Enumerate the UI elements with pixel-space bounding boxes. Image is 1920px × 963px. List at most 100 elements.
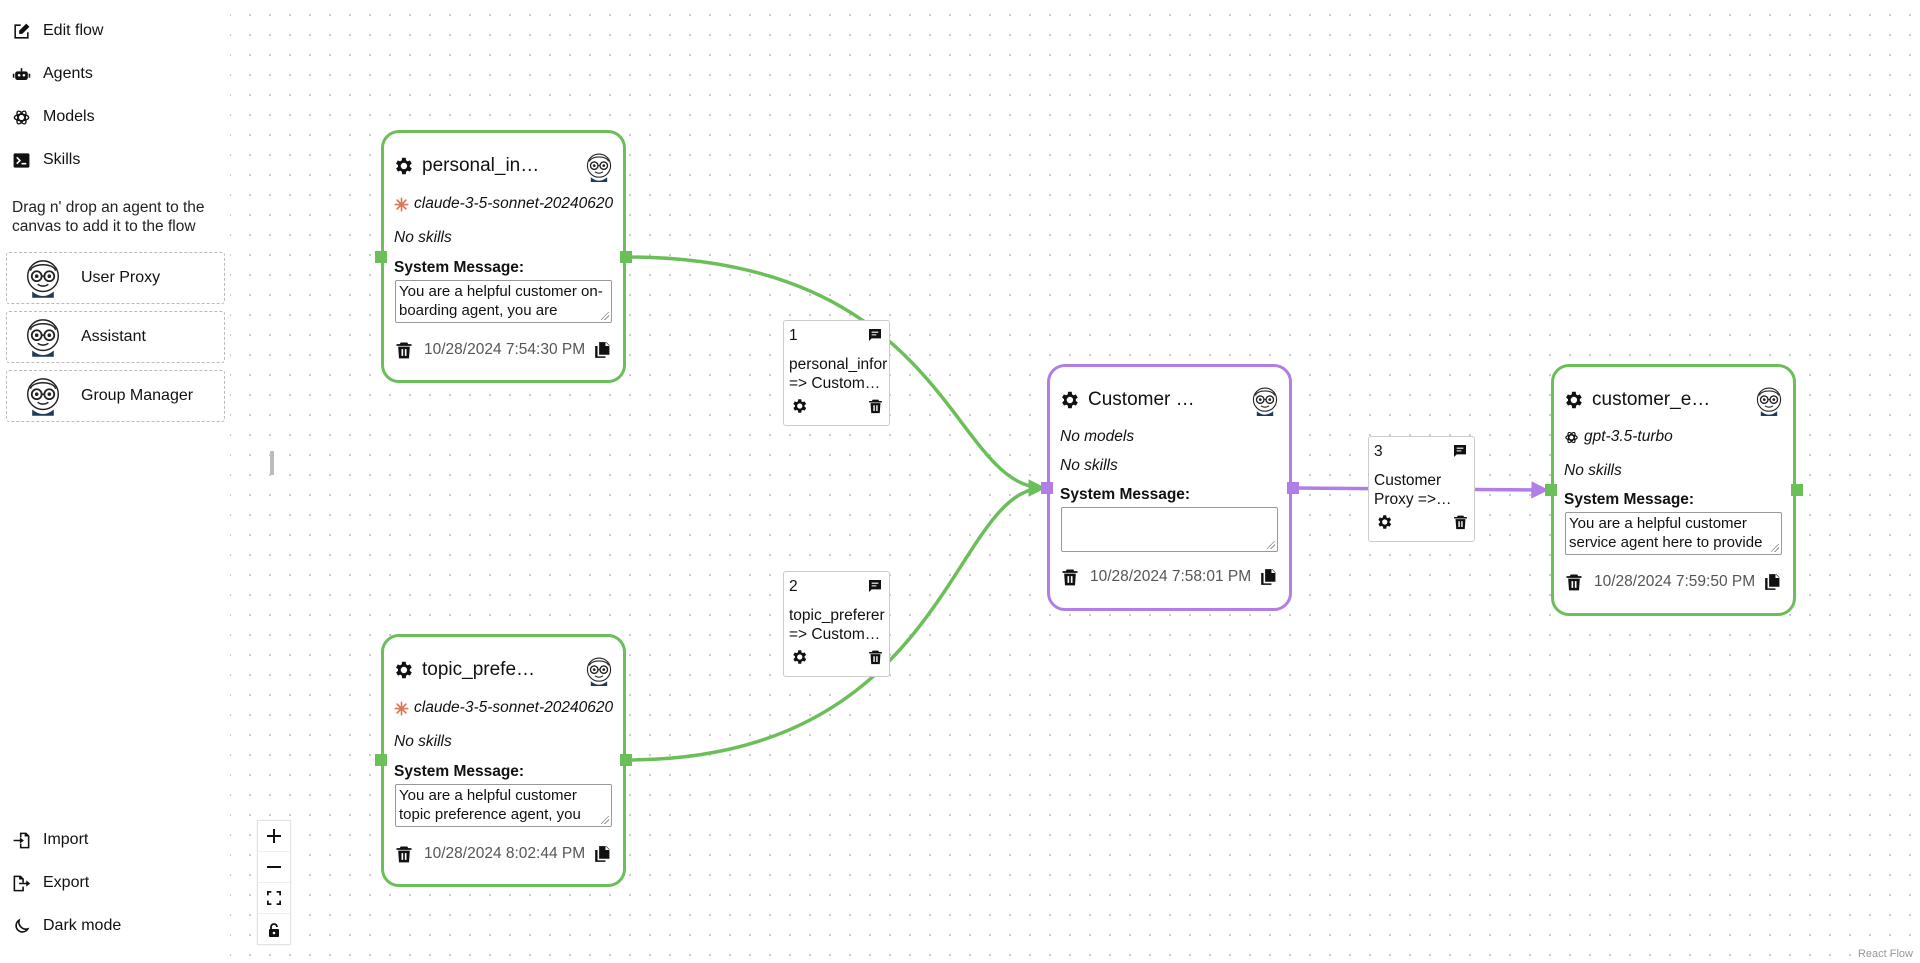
minus-icon: [267, 866, 281, 868]
menu-models[interactable]: Models: [12, 103, 95, 131]
flow-canvas[interactable]: personal_in… claude-3-5-sonnet-20240620 …: [230, 0, 1920, 963]
copy-icon[interactable]: [592, 340, 611, 360]
node-input-handle[interactable]: [1041, 482, 1053, 494]
import-icon: [13, 832, 30, 848]
copy-icon[interactable]: [592, 844, 611, 864]
message-icon[interactable]: [867, 578, 883, 594]
trash-icon[interactable]: [1060, 567, 1080, 587]
gear-icon[interactable]: [790, 648, 808, 666]
palette-assistant[interactable]: Assistant: [6, 311, 225, 363]
message-icon[interactable]: [867, 327, 883, 343]
menu-dark-mode[interactable]: Dark mode: [12, 912, 121, 940]
gear-icon[interactable]: [1375, 513, 1393, 531]
palette-label: User Proxy: [81, 269, 161, 286]
copy-icon[interactable]: [1762, 572, 1781, 592]
edge-1[interactable]: [625, 255, 1046, 497]
palette-group-manager[interactable]: Group Manager: [6, 370, 225, 422]
node-skills: No skills: [394, 733, 452, 750]
node-output-handle[interactable]: [620, 754, 632, 766]
edge-number: 1: [789, 327, 798, 344]
system-message-textarea[interactable]: You are a helpful customer topic prefere…: [395, 784, 612, 827]
message-icon[interactable]: [1452, 443, 1468, 459]
plus-icon: [267, 829, 281, 843]
lock-button[interactable]: [258, 914, 290, 945]
edge-number: 2: [789, 578, 798, 595]
node-title: Customer …: [1088, 389, 1195, 410]
system-message-textarea[interactable]: [1061, 507, 1278, 552]
gear-icon[interactable]: [392, 155, 414, 177]
menu-label: Agents: [43, 65, 93, 82]
gear-icon[interactable]: [392, 659, 414, 681]
menu-skills[interactable]: Skills: [12, 146, 80, 174]
moon-icon: [15, 917, 30, 933]
edge-text: topic_preferer => Custom…: [789, 607, 885, 643]
system-message-label: System Message:: [394, 259, 525, 276]
agent-avatar-icon: [25, 258, 61, 298]
menu-agents[interactable]: Agents: [12, 60, 93, 88]
system-message-label: System Message:: [1564, 491, 1695, 508]
system-message-textarea[interactable]: You are a helpful customer on-boarding a…: [395, 280, 612, 323]
gear-icon[interactable]: [1058, 389, 1080, 411]
node-footer: 10/28/2024 7:54:30 PM: [394, 338, 613, 362]
node-header: Customer …: [1058, 385, 1279, 415]
node-input-handle[interactable]: [375, 754, 387, 766]
zoom-out-button[interactable]: [258, 852, 290, 883]
react-flow-attribution[interactable]: React Flow: [1854, 947, 1916, 961]
openai-icon: [13, 109, 30, 125]
gear-icon[interactable]: [790, 397, 808, 415]
node-input-handle[interactable]: [375, 251, 387, 263]
menu-import[interactable]: Import: [12, 826, 88, 854]
trash-icon[interactable]: [1452, 513, 1469, 531]
menu-label: Import: [43, 831, 89, 848]
lock-icon: [269, 922, 279, 937]
palette-user-proxy[interactable]: User Proxy: [6, 252, 225, 304]
node-skills: No skills: [1564, 462, 1622, 479]
node-model: claude-3-5-sonnet-20240620: [394, 699, 613, 717]
trash-icon[interactable]: [394, 844, 414, 864]
edge-label-1[interactable]: 1 personal_infor => Custom…: [783, 320, 890, 426]
copy-icon[interactable]: [1258, 567, 1277, 587]
edge-text: Customer Proxy =>…: [1374, 472, 1452, 508]
node-title: topic_prefe…: [422, 659, 536, 680]
palette-label: Assistant: [81, 328, 146, 345]
node-output-handle[interactable]: [1287, 482, 1299, 494]
agent-node-topic-preference[interactable]: topic_prefe… claude-3-5-sonnet-20240620 …: [381, 634, 626, 887]
trash-icon[interactable]: [867, 648, 884, 666]
node-timestamp: 10/28/2024 7:58:01 PM: [1090, 568, 1252, 585]
node-header: customer_e…: [1562, 385, 1783, 415]
fit-view-button[interactable]: [258, 883, 290, 914]
menu-export[interactable]: Export: [12, 869, 89, 897]
node-header: personal_in…: [392, 151, 613, 181]
node-model: gpt-3.5-turbo: [1564, 428, 1673, 446]
node-output-handle[interactable]: [1791, 484, 1803, 496]
agent-avatar-icon: [25, 317, 61, 357]
edge-2[interactable]: [625, 479, 1046, 762]
edge-label-2[interactable]: 2 topic_preferer => Custom…: [783, 571, 890, 677]
trash-icon[interactable]: [394, 340, 414, 360]
menu-label: Skills: [43, 151, 81, 168]
robot-icon: [12, 67, 31, 80]
edge-number: 3: [1374, 443, 1383, 460]
menu-label: Dark mode: [43, 917, 122, 934]
drag-hint: Drag n' drop an agent to the canvas to a…: [12, 199, 205, 235]
agent-node-customer-proxy[interactable]: Customer … No models No skills System Me…: [1047, 364, 1292, 611]
trash-icon[interactable]: [1564, 572, 1584, 592]
agent-avatar-icon: [1755, 386, 1783, 416]
system-message-textarea[interactable]: You are a helpful customer service agent…: [1565, 512, 1782, 555]
agent-node-customer-engagement[interactable]: customer_e… gpt-3.5-turbo No skills Syst…: [1551, 364, 1796, 616]
node-input-handle[interactable]: [1545, 484, 1557, 496]
node-header: topic_prefe…: [392, 655, 613, 685]
agent-node-personal-info[interactable]: personal_in… claude-3-5-sonnet-20240620 …: [381, 130, 626, 383]
node-skills: No skills: [394, 229, 452, 246]
terminal-icon: [13, 152, 30, 168]
node-output-handle[interactable]: [620, 251, 632, 263]
menu-label: Models: [43, 108, 95, 125]
system-message-label: System Message:: [1060, 486, 1191, 503]
gear-icon[interactable]: [1562, 389, 1584, 411]
model-name: gpt-3.5-turbo: [1584, 428, 1673, 445]
zoom-in-button[interactable]: [258, 821, 290, 852]
menu-edit-flow[interactable]: Edit flow: [12, 17, 103, 45]
edge-label-3[interactable]: 3 Customer Proxy =>…: [1368, 436, 1475, 542]
trash-icon[interactable]: [867, 397, 884, 415]
model-name: claude-3-5-sonnet-20240620: [414, 699, 614, 716]
